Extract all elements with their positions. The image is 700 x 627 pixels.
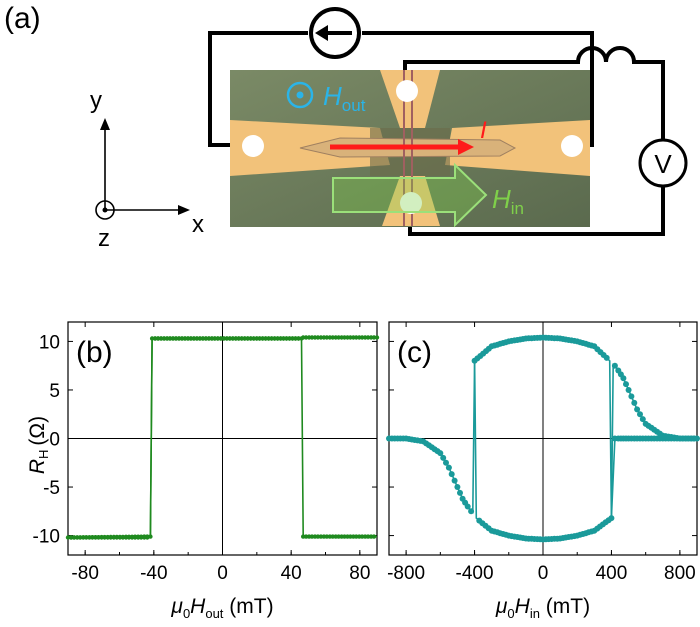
axis-y-label: y [90, 87, 102, 114]
data-point [445, 464, 452, 471]
data-point [117, 534, 123, 540]
current-source-icon [309, 7, 361, 59]
y-axis-label: RH(Ω) [26, 416, 51, 474]
data-point [371, 534, 377, 539]
data-point [123, 534, 129, 539]
series-line [473, 360, 697, 541]
current-arrow-icon [330, 139, 474, 155]
voltmeter-label: V [654, 149, 672, 179]
data-point [468, 508, 475, 515]
data-point [440, 454, 447, 461]
data-point [631, 399, 638, 406]
axis-z-label: z [98, 225, 110, 252]
panel-c-chart: -800 -400 0 400 800 (c) μ0Hin (mT) [386, 321, 700, 621]
h-in-arrow-icon [332, 162, 488, 228]
panel-a: (a) V [4, 2, 688, 252]
data-point [68, 535, 74, 540]
panel-label: (c) [397, 336, 432, 369]
data-point [136, 534, 141, 539]
x-tick-label: -800 [387, 563, 425, 584]
data-point [454, 484, 461, 490]
data-point [464, 503, 471, 510]
data-point [81, 535, 86, 540]
data-point [634, 406, 641, 413]
data-point [87, 535, 92, 540]
x-tick-label: 40 [281, 563, 302, 584]
data-point [611, 362, 618, 369]
data-point [457, 489, 463, 496]
contact-right [561, 135, 583, 157]
data-point [148, 534, 153, 539]
voltmeter-icon: V [638, 138, 688, 188]
data-point [152, 336, 158, 341]
data-point [111, 534, 117, 540]
x-tick-label: -400 [456, 563, 494, 584]
data-point [129, 534, 135, 539]
data-point [99, 534, 104, 540]
x-axis-label: μ0Hin (mT) [495, 595, 590, 621]
x-tick-label: 80 [349, 563, 370, 584]
y-tick-label: 10 [39, 332, 60, 353]
h-out-icon [286, 81, 314, 109]
data-point [105, 534, 110, 540]
data-point [637, 411, 643, 418]
x-tick-label: 800 [664, 563, 696, 584]
x-tick-label: 400 [596, 563, 628, 584]
data-point [603, 354, 610, 361]
contact-top [396, 80, 418, 102]
y-tick-label: -5 [43, 478, 60, 499]
x-tick-label: 0 [217, 563, 228, 584]
x-tick-label: -80 [71, 563, 98, 584]
wire-voltage-top [403, 46, 665, 140]
panel-label: (b) [76, 336, 113, 369]
data-point [639, 416, 646, 423]
data-point [476, 517, 483, 524]
panel-b-chart: -80 -40 0 40 80 10 5 0 -5 -10 (b) μ0Hout (mT) [33, 321, 380, 621]
data-point [443, 459, 449, 466]
data-point [642, 420, 649, 427]
y-tick-label: 5 [49, 381, 60, 402]
contact-left [242, 135, 264, 157]
data-point [437, 450, 444, 457]
data-point [93, 535, 98, 540]
data-point [142, 534, 147, 539]
y-tick-label: -10 [33, 527, 60, 548]
panel-a-label: (a) [4, 2, 41, 35]
h-in-label: Hin [492, 184, 524, 218]
contact-bottom [400, 192, 422, 214]
data-point [448, 471, 455, 478]
h-out-label: Hout [323, 81, 366, 115]
current-label: I [480, 117, 487, 144]
x-axis-label: μ0Hout (mT) [170, 595, 273, 621]
y-tick-label: 0 [49, 430, 60, 451]
coordinate-axes [95, 118, 190, 220]
data-point [628, 393, 635, 400]
data-point [625, 387, 632, 393]
data-point [451, 477, 458, 484]
x-tick-label: 0 [538, 563, 549, 584]
data-point [75, 535, 80, 540]
data-point [623, 381, 629, 388]
axis-x-label: x [192, 211, 204, 238]
data-point [615, 367, 622, 374]
x-tick-label: -40 [140, 563, 167, 584]
